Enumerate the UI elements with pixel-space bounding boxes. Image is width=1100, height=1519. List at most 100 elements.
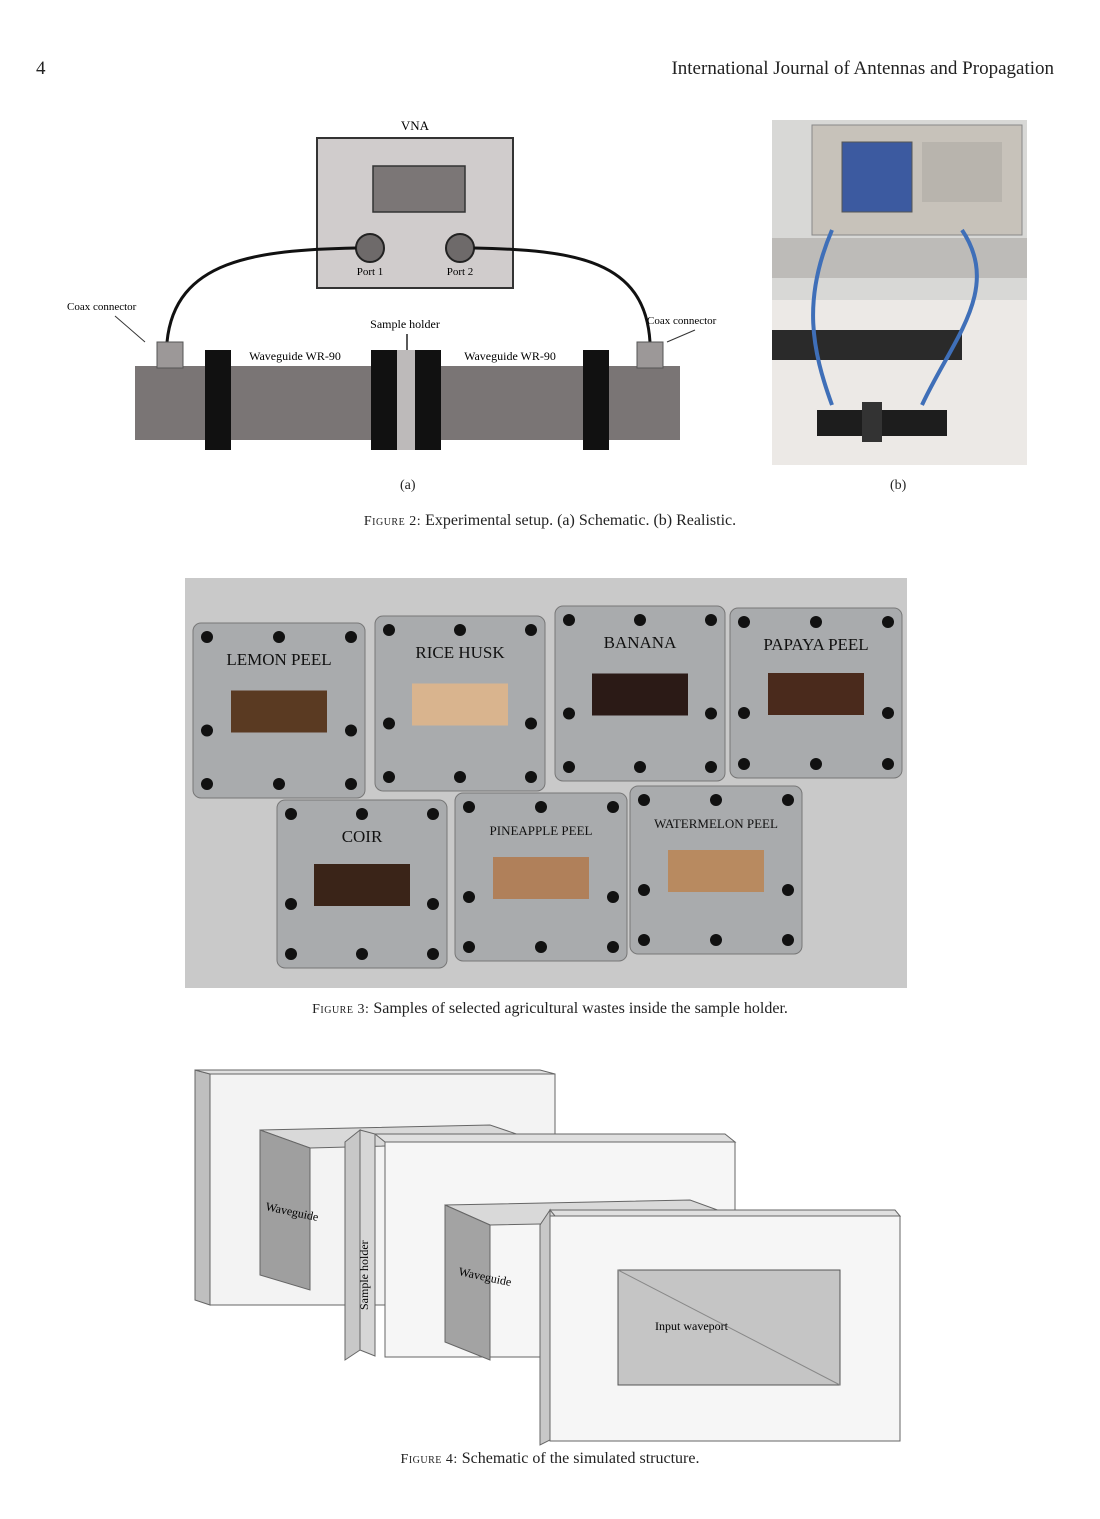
plate-hole — [535, 801, 547, 813]
figure2-sublabel-b: (b) — [890, 478, 907, 493]
sample-plate: BANANA — [554, 605, 726, 782]
plate-hole — [607, 891, 619, 903]
plate-hole — [810, 758, 822, 770]
plate-hole — [782, 934, 794, 946]
sample-plate: RICE HUSK — [374, 615, 546, 792]
plate-hole — [782, 884, 794, 896]
coax-connector-right — [636, 341, 664, 369]
sample-holder-slab — [397, 350, 415, 450]
plate-hole — [454, 624, 466, 636]
cable-right — [473, 246, 652, 343]
plate-hole — [810, 616, 822, 628]
photo-vna-screen — [841, 141, 913, 213]
waveguide-left-side — [259, 1129, 311, 1291]
figure2-schematic: VNA Port 1 Port 2 Coax connector Coax co… — [67, 118, 717, 450]
plate-hole — [607, 801, 619, 813]
plate-hole — [705, 707, 717, 720]
sample-material — [412, 683, 508, 726]
sample-label: BANANA — [604, 633, 677, 652]
port1-label: Port 1 — [357, 266, 384, 278]
plate-hole — [710, 934, 722, 946]
figure4-caption-text: Schematic of the simulated structure. — [461, 1450, 700, 1467]
figure4-caption: Figure 4: Schematic of the simulated str… — [0, 1450, 1100, 1468]
flange-right-outer — [583, 350, 609, 450]
plate-hole — [201, 631, 213, 643]
sample-material — [231, 690, 327, 733]
plate-hole — [463, 891, 475, 903]
photo-cable-right — [920, 228, 979, 406]
waveguide-left-label: Waveguide WR-90 — [249, 349, 341, 363]
flange-back-top — [194, 1069, 556, 1075]
fig4-sample-holder-label: Sample holder — [357, 1240, 371, 1310]
figure3-caption: Figure 3: Samples of selected agricultur… — [0, 1000, 1100, 1018]
plate-hole — [285, 898, 297, 910]
sample-label: WATERMELON PEEL — [654, 816, 778, 831]
fig4-input-port-label: Input waveport — [655, 1319, 729, 1333]
flange-front-side — [539, 1208, 551, 1446]
plate-hole — [345, 724, 357, 737]
plate-hole — [463, 941, 475, 953]
sample-plate: PINEAPPLE PEEL — [454, 792, 628, 962]
photo-vna-buttons — [922, 142, 1002, 202]
coax-left-arrow — [114, 315, 146, 343]
plate-hole — [201, 724, 213, 737]
sample-label: PAPAYA PEEL — [763, 635, 868, 654]
sample-label: COIR — [342, 827, 383, 846]
photo-cable-left — [811, 229, 834, 406]
coax-right-label: Coax connector — [647, 315, 717, 327]
plate-hole — [356, 808, 368, 820]
flange-right-inner — [415, 350, 441, 450]
photo-mat — [772, 330, 962, 360]
cable-left — [165, 246, 357, 343]
sample-label: PINEAPPLE PEEL — [490, 823, 593, 838]
waveguide-right-label: Waveguide WR-90 — [464, 349, 556, 363]
plate-hole — [738, 707, 750, 719]
sample-plate: LEMON PEEL — [192, 622, 366, 799]
plate-hole — [454, 771, 466, 783]
flange-mid-top — [373, 1133, 737, 1143]
figure2-caption: Figure 2: Experimental setup. (a) Schema… — [0, 512, 1100, 530]
plate-hole — [607, 941, 619, 953]
plate-hole — [285, 948, 297, 960]
plate-hole — [563, 707, 575, 720]
plate-hole — [273, 778, 285, 790]
port1-connector — [355, 233, 385, 263]
figure3-caption-prefix: Figure 3: — [312, 1002, 370, 1017]
flange-left-inner — [371, 350, 397, 450]
sample-material — [493, 857, 589, 899]
waveguide-right-side — [444, 1204, 491, 1361]
plate-hole — [882, 707, 894, 719]
plate-hole — [738, 616, 750, 628]
plate-hole — [710, 794, 722, 806]
plate-hole — [705, 614, 717, 626]
plate-hole — [463, 801, 475, 813]
flange-front-top — [548, 1209, 902, 1217]
plate-hole — [383, 624, 395, 636]
figure4-schematic: Waveguide Sample holder Waveguide Input … — [194, 1069, 902, 1446]
flange-back-side — [194, 1069, 211, 1306]
plate-hole — [383, 771, 395, 783]
page-number: 4 — [36, 58, 46, 79]
plate-hole — [345, 631, 357, 643]
plate-hole — [201, 778, 213, 790]
sample-material — [592, 673, 688, 716]
coax-left-label: Coax connector — [67, 301, 137, 313]
plate-hole — [427, 898, 439, 910]
plate-hole — [882, 758, 894, 770]
figure2-photo — [772, 120, 1027, 465]
plate-hole — [345, 778, 357, 790]
vna-box — [316, 137, 514, 289]
plate-hole — [638, 794, 650, 806]
waveport-diagonal — [617, 1269, 841, 1386]
sample-material — [668, 850, 764, 892]
journal-title: International Journal of Antennas and Pr… — [671, 58, 1054, 79]
photo-sample-holder — [862, 402, 882, 442]
coax-connector-left — [156, 341, 184, 369]
plate-hole — [535, 941, 547, 953]
sample-material — [314, 864, 410, 906]
sample-holder-label: Sample holder — [370, 317, 440, 331]
plate-hole — [563, 761, 575, 773]
plate-hole — [525, 624, 537, 636]
sample-plate: COIR — [276, 799, 448, 969]
